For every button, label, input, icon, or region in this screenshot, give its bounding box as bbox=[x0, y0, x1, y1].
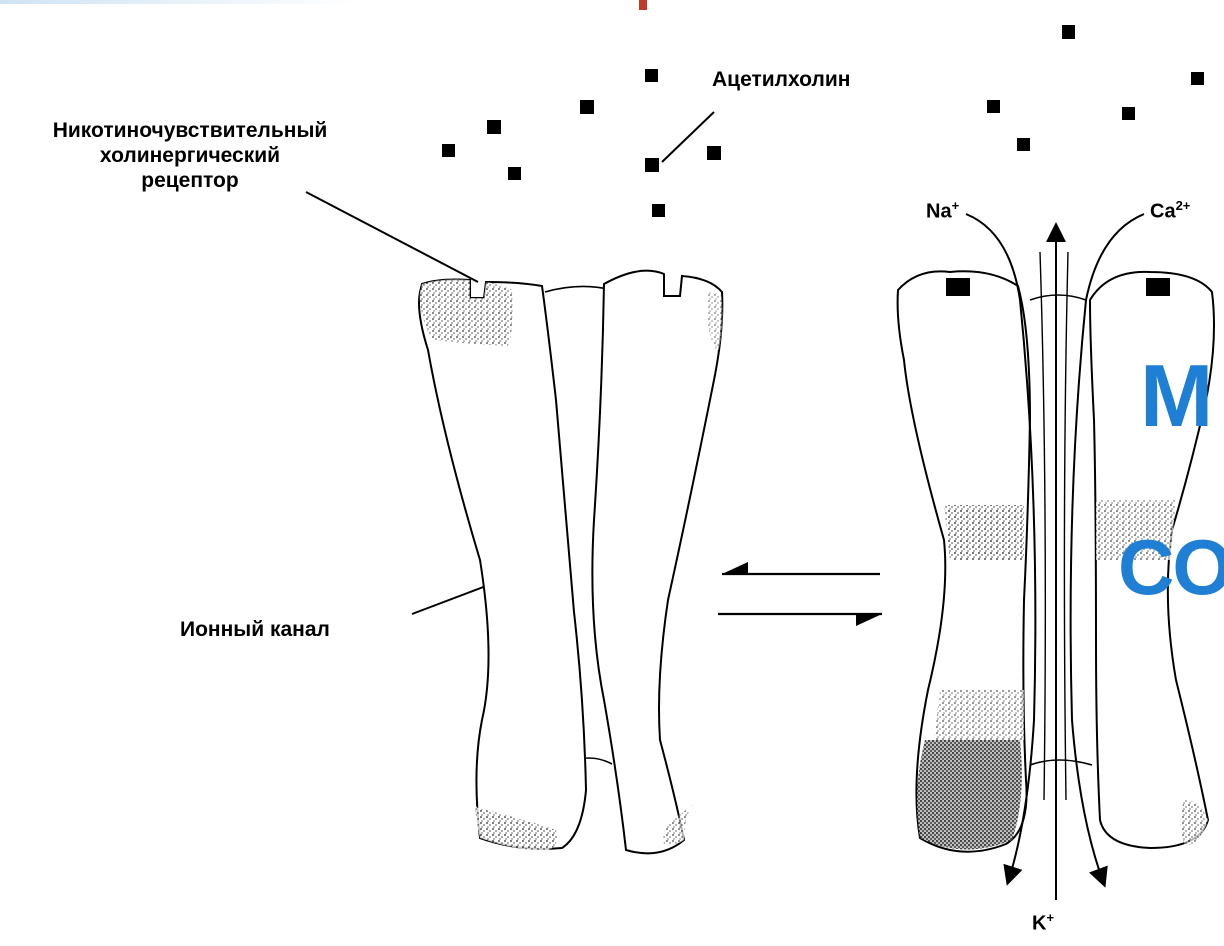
receptor-label-line1: Никотиночувствительный bbox=[10, 118, 370, 143]
ach-molecule bbox=[1122, 107, 1135, 120]
equilibrium-arrows bbox=[718, 562, 882, 626]
k-ion-label: K+ bbox=[1032, 910, 1054, 936]
acetylcholine-molecules-right bbox=[987, 25, 1204, 151]
pore-inner-line-left bbox=[1040, 252, 1045, 800]
closed-left-shading-top bbox=[420, 280, 513, 347]
ach-molecule bbox=[487, 120, 501, 134]
pore-inner-line-right bbox=[1064, 252, 1068, 800]
closed-right-subunit bbox=[592, 271, 722, 854]
closed-left-subunit bbox=[419, 280, 586, 849]
na-ion-label: Na+ bbox=[926, 198, 959, 224]
open-left-band-lower bbox=[917, 740, 1022, 850]
overlay-text-2: СО bbox=[1118, 528, 1224, 606]
receptor-label: Никотиночувствительный холинергический р… bbox=[10, 118, 370, 193]
acetylcholine-pointer-line bbox=[662, 112, 714, 162]
ach-molecule bbox=[442, 144, 455, 157]
overlay-text-1: М bbox=[1140, 352, 1213, 440]
k-symbol: K bbox=[1032, 913, 1046, 935]
na-charge: + bbox=[952, 198, 960, 213]
receptor-pointer-line bbox=[306, 192, 478, 282]
ach-molecule bbox=[1191, 72, 1204, 85]
ca-symbol: Ca bbox=[1150, 201, 1176, 223]
ach-molecule bbox=[580, 100, 594, 114]
ach-molecule bbox=[987, 100, 1000, 113]
ach-molecule bbox=[645, 69, 658, 82]
open-left-band-middle bbox=[934, 690, 1024, 740]
ach-molecule bbox=[645, 158, 659, 172]
open-pore-ring-bottom bbox=[1030, 760, 1092, 765]
open-pore-ring-top bbox=[1030, 295, 1086, 300]
acetylcholine-molecules-left bbox=[442, 69, 721, 217]
open-left-band-upper bbox=[944, 505, 1024, 560]
na-symbol: Na bbox=[926, 201, 952, 223]
closed-channel bbox=[419, 271, 723, 854]
ach-molecule bbox=[652, 204, 665, 217]
pore-ring-top bbox=[545, 286, 612, 292]
ca-charge: 2+ bbox=[1176, 198, 1191, 213]
ach-molecule bbox=[508, 167, 521, 180]
receptor-label-line2: холинергический bbox=[10, 143, 370, 168]
ach-molecule bbox=[1017, 138, 1030, 151]
ca-ion-label: Ca2+ bbox=[1150, 198, 1190, 224]
ion-channel-label: Ионный канал bbox=[180, 618, 330, 642]
open-right-bound-ach bbox=[1146, 278, 1170, 296]
ach-molecule bbox=[707, 146, 721, 160]
open-left-bound-ach bbox=[946, 278, 970, 296]
k-charge: + bbox=[1046, 910, 1054, 925]
receptor-label-line3: рецептор bbox=[10, 168, 370, 193]
acetylcholine-label: Ацетилхолин bbox=[712, 68, 850, 92]
ach-molecule bbox=[1062, 25, 1075, 39]
